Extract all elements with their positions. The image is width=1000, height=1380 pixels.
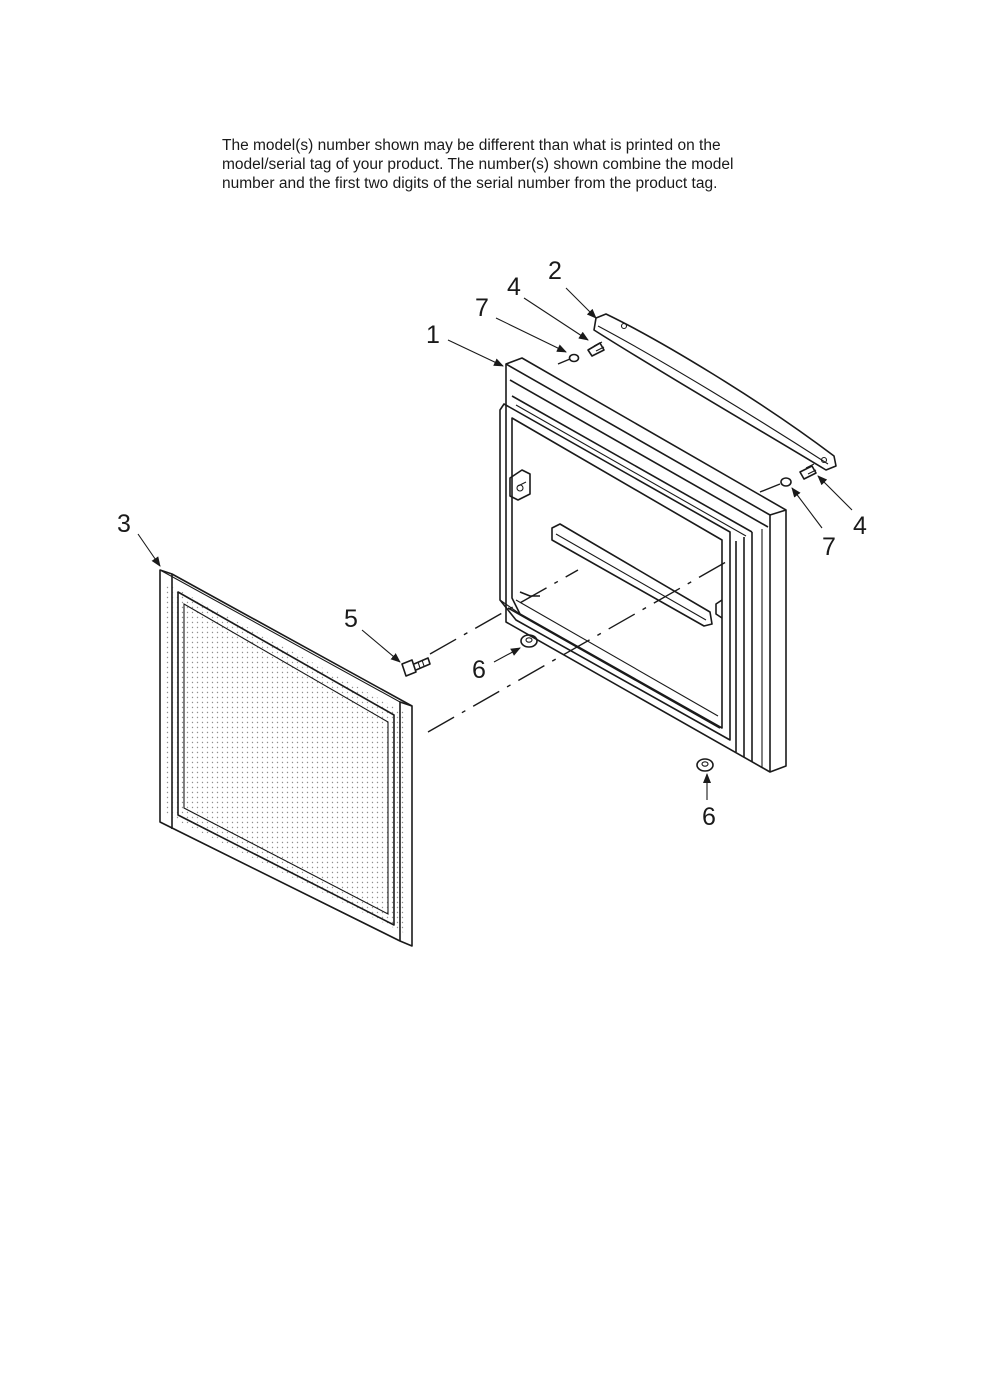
callout-spacer-right: 7 [822, 533, 836, 561]
screw-top [587, 341, 605, 357]
callout-screw-right: 4 [853, 512, 867, 540]
washer-bottom [696, 758, 714, 772]
callout-pivot-screw: 5 [344, 605, 358, 633]
callout-washer-center: 6 [472, 656, 486, 684]
freezer-door [499, 357, 787, 773]
washer-center [520, 634, 538, 648]
spacer-right [780, 477, 792, 487]
callout-spacer-top: 7 [475, 294, 489, 322]
pivot-screw [401, 657, 431, 677]
disclaimer-line-2: model/serial tag of your product. The nu… [222, 156, 734, 173]
callout-washer-bottom: 6 [702, 803, 716, 831]
screw-right [799, 463, 817, 480]
spacer-top [568, 353, 580, 363]
callout-handle: 2 [548, 257, 562, 285]
door-handle [593, 313, 837, 471]
disclaimer-line-3: number and the first two digits of the s… [222, 175, 718, 192]
callout-screw-top: 4 [507, 273, 521, 301]
disclaimer-line-1: The model(s) number shown may be differe… [222, 137, 721, 154]
leader-arrows [137, 287, 853, 800]
callout-door: 1 [426, 321, 440, 349]
door-gasket [159, 569, 413, 947]
callout-gasket: 3 [117, 510, 131, 538]
disclaimer-note: The model(s) number shown may be differe… [222, 136, 842, 193]
alignment-lines [427, 358, 781, 733]
